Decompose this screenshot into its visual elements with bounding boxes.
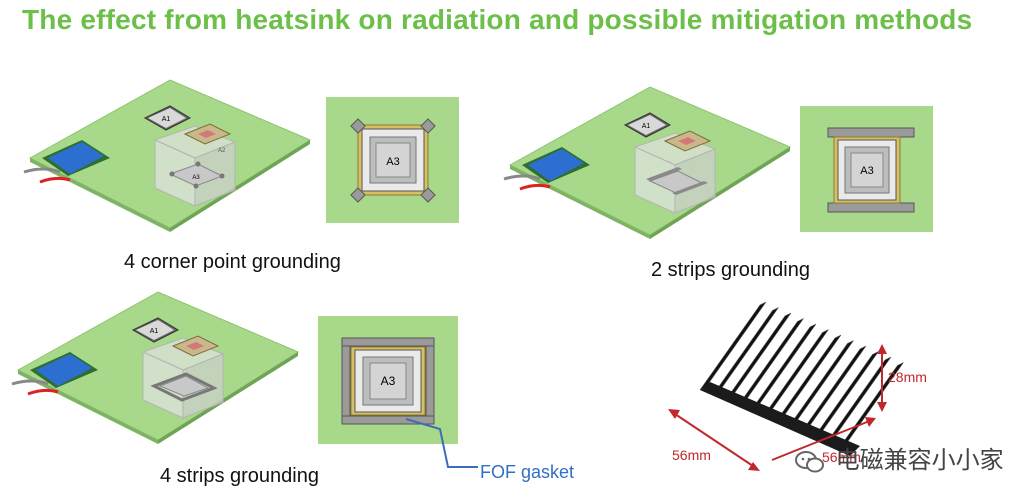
pcb-board-edge-right [158,352,298,444]
blue-pad [48,142,104,174]
caption-four-strips-grounding: 4 strips grounding [160,465,319,487]
chip-a2-core [198,130,216,138]
board-3d-four-strips: A1 [11,291,300,444]
fof-gasket-label: FOF gasket [480,462,575,482]
width-dim-label: 56mm [672,447,711,463]
ground-frame [150,372,218,402]
ground-strip [646,167,682,181]
page-title: The effect from heatsink on radiation an… [22,4,973,35]
ground-point [169,171,175,177]
ground-corner-pad [350,118,366,134]
ground-strip-bottom [341,415,435,425]
cable-grey [23,167,61,174]
topview-two-strips: A3 [800,106,933,232]
heatsink-base [700,382,860,456]
heatsink-fin [799,345,867,435]
ground-corner-pad [350,187,366,203]
pcb-board-edge [18,370,158,444]
chip-a3-label: A3 [192,175,200,181]
cable-red [519,183,551,191]
ground-corner-pad [420,118,436,134]
chip-a3-label: A3 [386,156,399,168]
chip-a1-label: A1 [150,328,159,335]
chip-a3-label: A3 [860,165,873,177]
topview-corner: A3 [326,97,459,223]
heatsink-fin [774,334,842,424]
pcb-board-edge-right [650,147,790,239]
ground-strip-right [425,345,435,417]
heatsink-illustration: 28mm 56mm 56mm [668,301,927,471]
ground-strip-left [341,345,351,417]
chip-a3 [158,375,210,397]
blue-pad [36,354,92,386]
chip-a2-label: A2 [218,148,226,154]
pcb-board-edge [30,158,170,232]
heatsink-fin [812,351,879,440]
ground-strip-bottom [827,202,915,213]
chip-a2-core [678,137,696,145]
width-arrow-left [668,409,680,419]
heatsink-fin [699,301,767,391]
chip-a1-top [148,108,186,128]
ground-corner-pad [420,187,436,203]
depth-dim-line [771,419,873,461]
chip-a3-top [375,142,411,178]
topview-four-strips: A3 [318,316,458,444]
cable-red [27,388,59,396]
heatsink-fin [787,340,854,429]
ground-strip [672,181,708,195]
heatsink-fin [762,329,829,418]
board-3d-corner: A1 A2 A3 [23,79,312,232]
board-3d-two-strips: A1 [503,86,792,239]
heatsink-fin [712,307,779,396]
chat-bubble-icon [795,450,824,473]
ground-point [219,173,225,179]
chip-a1-label: A1 [642,123,651,130]
pcb-board-edge [510,165,650,239]
ground-strip-top [827,127,915,138]
ground-point [195,161,201,167]
width-dim-line [671,411,757,469]
pcb-board-edge-right [170,140,310,232]
chip-a1-label: A1 [162,116,171,123]
caption-corner-grounding: 4 corner point grounding [124,251,341,273]
heatsink-fin [724,312,792,402]
height-dim-label: 28mm [888,369,927,385]
heatsink-fin [737,318,804,407]
watermark-text: 电磁兼容小小家 [835,447,1004,474]
callout-leader [405,418,478,468]
blue-pad [528,149,584,181]
cable-red [39,176,71,184]
chip-a1-top [136,320,174,340]
cable-grey [503,174,541,181]
caption-two-strips-grounding: 2 strips grounding [651,259,810,281]
heatsink-fins [699,301,904,451]
height-arrow-top [877,344,887,354]
depth-arrow-right [865,417,876,427]
depth-dim-label: 56mm [822,449,861,465]
chip-a2-core [186,342,204,350]
chip-a3-top [369,362,407,400]
ground-strip-top [341,337,435,347]
chip-a1-top [628,115,666,135]
watermark: 电磁兼容小小家 [795,440,1004,475]
width-arrow-right [748,462,760,471]
fof-callout-line [405,418,478,468]
cable-grey [11,379,49,386]
heatsink-fin [749,323,817,413]
ground-point [193,183,199,189]
chip-a3-top [850,152,884,188]
chip-a3-label: A3 [381,374,396,388]
height-arrow-bottom [877,402,887,412]
